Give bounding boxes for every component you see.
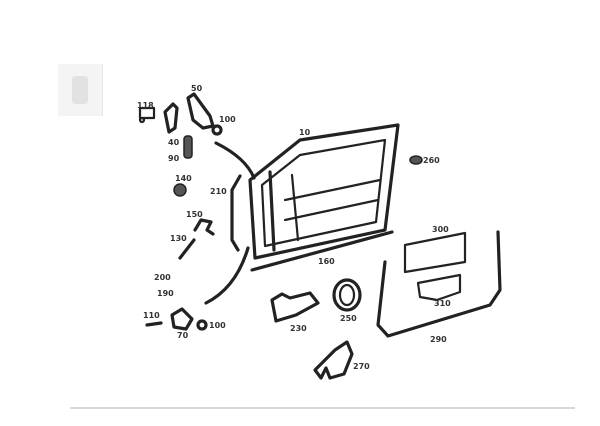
label-190: 190 (157, 289, 174, 298)
part-cable[interactable] (214, 141, 256, 180)
part-118[interactable] (138, 106, 156, 124)
label-10: 10 (299, 128, 311, 137)
thumbnail-shape (72, 76, 88, 104)
label-118: 118 (137, 101, 154, 110)
part-290-seal[interactable] (376, 230, 502, 338)
part-100-bottom[interactable] (196, 319, 208, 331)
part-40-90[interactable] (183, 135, 193, 159)
label-300: 300 (432, 225, 449, 234)
part-50[interactable] (186, 92, 215, 130)
label-90: 90 (168, 154, 180, 163)
label-250: 250 (340, 314, 357, 323)
part-150[interactable] (193, 218, 215, 236)
door-frame[interactable] (248, 123, 400, 260)
part-100-top[interactable] (211, 124, 223, 136)
label-110: 110 (143, 311, 160, 320)
part-300-glass[interactable] (403, 231, 467, 274)
label-130: 130 (170, 234, 187, 243)
label-200: 200 (154, 273, 171, 282)
label-260: 260 (423, 156, 440, 165)
label-100-bottom: 100 (209, 321, 226, 330)
part-250-ring[interactable] (332, 278, 362, 312)
label-210: 210 (210, 187, 227, 196)
part-140[interactable] (173, 183, 187, 197)
part-230[interactable] (270, 291, 320, 323)
part-130[interactable] (178, 238, 196, 260)
label-290: 290 (430, 335, 447, 344)
part-seal-lower[interactable] (250, 230, 394, 272)
label-70: 70 (177, 331, 189, 340)
label-100-top: 100 (219, 115, 236, 124)
label-150: 150 (186, 210, 203, 219)
part-bracket[interactable] (163, 102, 179, 134)
part-270[interactable] (313, 340, 354, 380)
label-40: 40 (168, 138, 180, 147)
part-110[interactable] (145, 321, 163, 327)
part-310-glass[interactable] (416, 273, 462, 302)
thumbnail-placeholder (58, 64, 103, 116)
label-270: 270 (353, 362, 370, 371)
part-bolt[interactable] (409, 155, 423, 165)
part-70[interactable] (170, 307, 194, 331)
label-230: 230 (290, 324, 307, 333)
part-210[interactable] (230, 174, 242, 252)
label-140: 140 (175, 174, 192, 183)
label-160: 160 (318, 257, 335, 266)
part-cable-lower[interactable] (204, 246, 250, 305)
label-310: 310 (434, 299, 451, 308)
label-50: 50 (191, 84, 203, 93)
